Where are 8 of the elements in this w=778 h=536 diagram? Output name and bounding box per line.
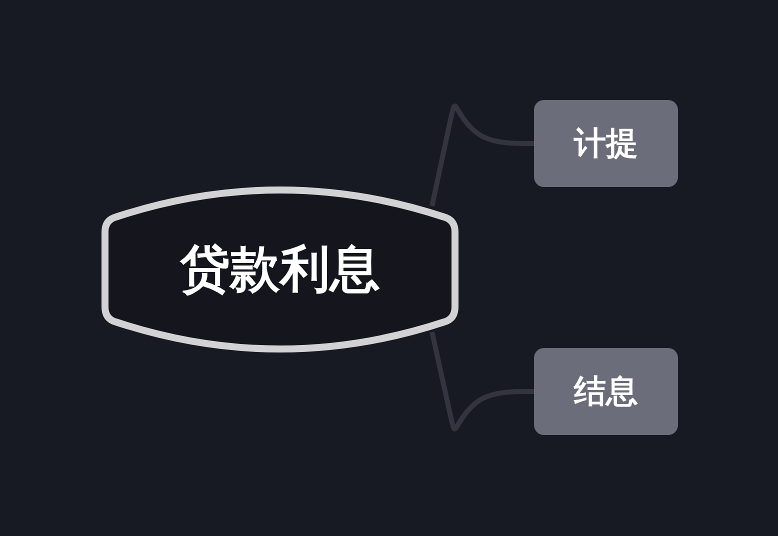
subtopic-box: [534, 348, 678, 435]
connector-line: [430, 331, 534, 431]
subtopic-box: [534, 100, 678, 187]
node-label: 计提: [574, 122, 638, 164]
node-label: 结息: [574, 370, 638, 412]
connector-line: [430, 104, 534, 207]
topic-node: [102, 187, 458, 352]
node-label: 贷款利息: [180, 239, 380, 300]
